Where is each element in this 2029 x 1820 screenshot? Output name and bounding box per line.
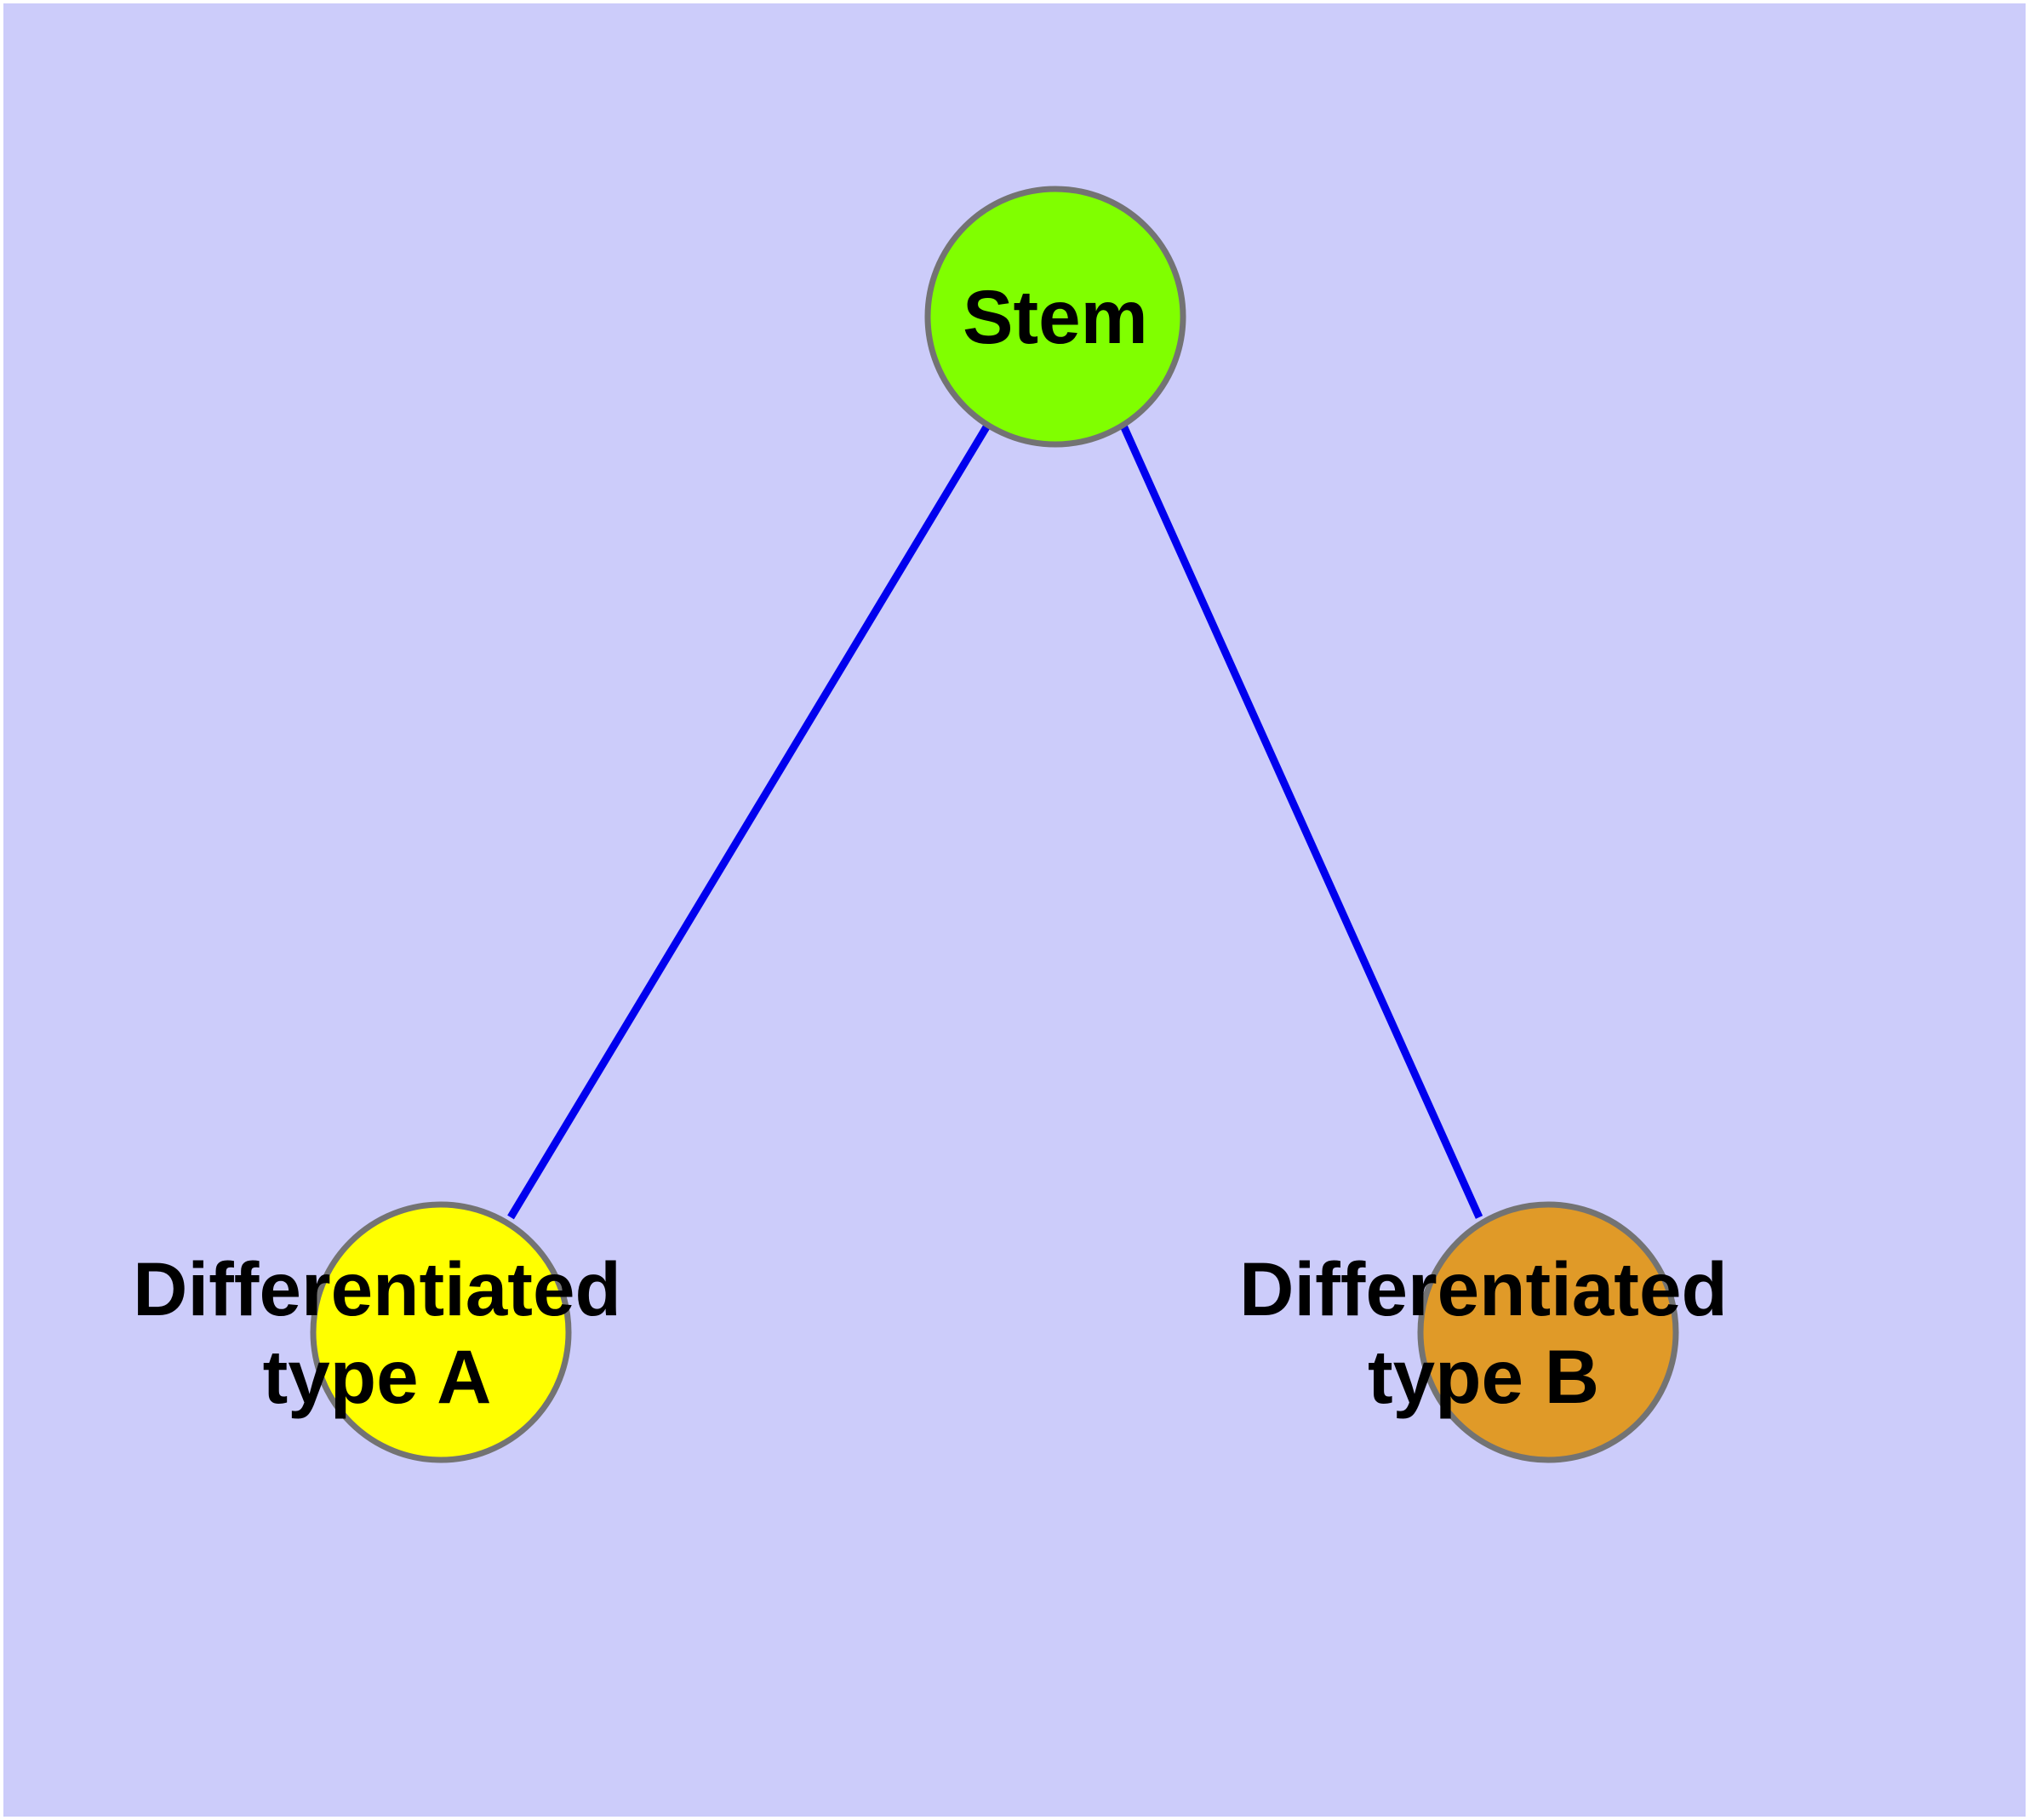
node-stem-label-line-1: Stem (963, 274, 1148, 359)
edge-layer (507, 423, 1483, 1220)
node-diff-b-label-line-2: type B (1368, 1334, 1599, 1419)
node-diff-b-label-line-1: Differentiated (1239, 1246, 1728, 1331)
edge-stem-to-diff-a[interactable] (507, 423, 991, 1220)
node-diff-a-label-line-1: Differentiated (133, 1246, 621, 1331)
node-diff-b[interactable] (1417, 1201, 1679, 1463)
node-layer: Stem Differentiated type A Differentiate… (133, 186, 1728, 1463)
edge-stem-to-diff-b[interactable] (1119, 424, 1483, 1219)
node-stem[interactable]: Stem (924, 186, 1186, 448)
node-diff-a-label-line-2: type A (263, 1334, 492, 1419)
node-stem-circle[interactable] (924, 186, 1186, 448)
label-layer: Differentiated type A Differentiated typ… (133, 1246, 1728, 1419)
node-diff-b-circle[interactable] (1417, 1201, 1679, 1463)
node-diff-a[interactable] (310, 1201, 572, 1463)
node-diff-a-circle[interactable] (310, 1201, 572, 1463)
